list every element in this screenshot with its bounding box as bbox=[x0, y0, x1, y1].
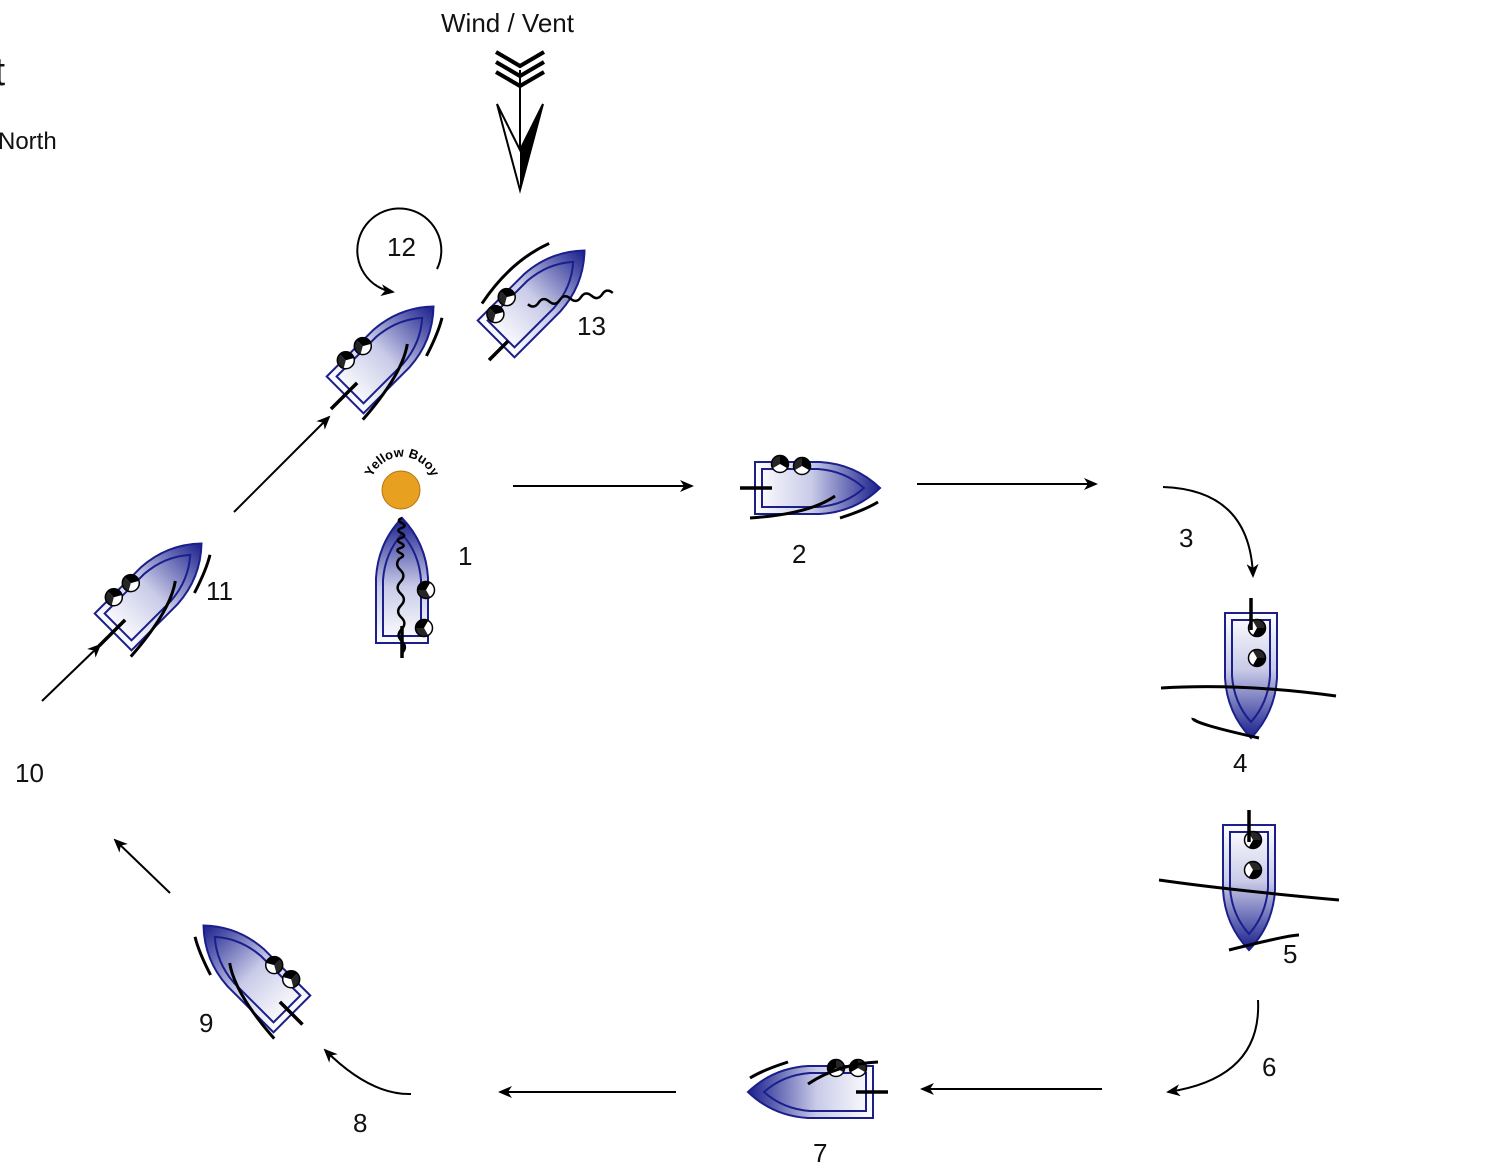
boat-position-7 bbox=[747, 1058, 888, 1119]
boat-position-5 bbox=[1158, 810, 1340, 952]
wind-label: Wind / Vent bbox=[441, 8, 574, 38]
boat-position-1 bbox=[375, 516, 436, 658]
boat-position-4 bbox=[1160, 598, 1337, 740]
step-label-8: 8 bbox=[353, 1108, 368, 1138]
step-label-11: 11 bbox=[206, 576, 233, 606]
yellow-buoy: Yellow Buoy bbox=[361, 445, 443, 510]
boat-position-2 bbox=[740, 454, 881, 520]
boat-position-11 bbox=[93, 524, 221, 658]
step-label-9: 9 bbox=[199, 1008, 214, 1038]
step-label-1: 1 bbox=[458, 541, 473, 571]
step-label-3: 3 bbox=[1179, 523, 1194, 553]
arrow-9-to-10 bbox=[113, 838, 171, 894]
boat-position-13 bbox=[476, 231, 614, 362]
step-label-7: 7 bbox=[813, 1138, 828, 1168]
arrow-5-to-6 bbox=[1166, 999, 1260, 1097]
step-label-6: 6 bbox=[1262, 1052, 1277, 1082]
page-title-fragment: t bbox=[0, 52, 5, 92]
step-label-4: 4 bbox=[1233, 748, 1248, 778]
wind-arrow-icon bbox=[494, 50, 546, 194]
arrow-11-to-12 bbox=[233, 415, 331, 513]
step-label-13: 13 bbox=[577, 311, 606, 341]
arrow-10-to-11 bbox=[41, 643, 102, 702]
arrow-3-to-4 bbox=[1162, 486, 1259, 578]
arrow-8-to-9 bbox=[323, 1048, 412, 1096]
step-label-2: 2 bbox=[792, 539, 807, 569]
boat-position-12 bbox=[325, 287, 453, 421]
arrow-12-rotation bbox=[356, 207, 443, 297]
step-label-12: 12 bbox=[387, 232, 416, 262]
step-label-10: 10 bbox=[15, 758, 44, 788]
step-label-5: 5 bbox=[1283, 939, 1298, 969]
north-label: North bbox=[0, 128, 57, 155]
boat-position-9 bbox=[184, 906, 312, 1040]
